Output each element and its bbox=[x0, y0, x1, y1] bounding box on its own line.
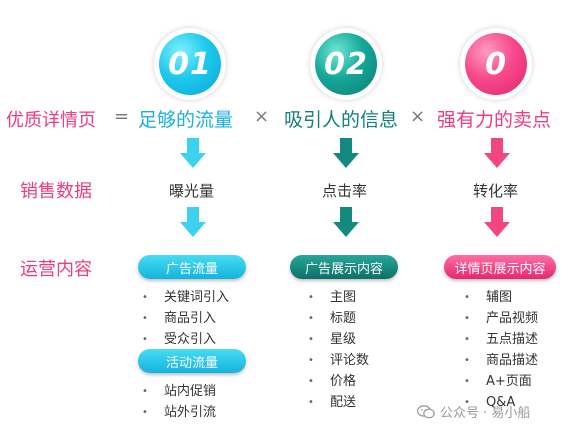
list-item: 星级 bbox=[304, 329, 369, 350]
pill-event-traffic: 活动流量 bbox=[138, 349, 246, 373]
term-selling-points: 强有力的卖点 bbox=[437, 109, 552, 131]
list-detail-page-content: 辅图 产品视频 五点描述 商品描述 A+页面 Q&A bbox=[460, 287, 538, 413]
list-item: 站内促销 bbox=[138, 381, 216, 402]
list-item: 受众引入 bbox=[138, 329, 229, 350]
step-3-number: 0 bbox=[465, 33, 527, 95]
wechat-icon bbox=[416, 404, 435, 419]
list-item: 标题 bbox=[304, 308, 369, 329]
equals-sign: = bbox=[114, 106, 130, 127]
arrow-down-icon bbox=[180, 138, 206, 168]
term-traffic: 足够的流量 bbox=[138, 109, 234, 131]
step-3-badge: 0 bbox=[460, 28, 532, 100]
row-label-metrics: 销售数据 bbox=[20, 181, 92, 202]
pill-ad-traffic: 广告流量 bbox=[138, 255, 246, 279]
list-item: 关键词引入 bbox=[138, 287, 229, 308]
row-label-formula: 优质详情页 bbox=[6, 110, 96, 131]
list-event-traffic: 站内促销 站外引流 bbox=[138, 381, 216, 423]
list-item: 配送 bbox=[304, 392, 369, 413]
arrow-down-icon bbox=[484, 138, 510, 168]
pill-ad-display-content: 广告展示内容 bbox=[290, 255, 398, 279]
times-sign-2: × bbox=[410, 106, 426, 127]
step-1-number: 01 bbox=[159, 33, 221, 95]
list-item: 辅图 bbox=[460, 287, 538, 308]
list-item: Q&A bbox=[460, 392, 538, 413]
list-item: 站外引流 bbox=[138, 402, 216, 423]
arrow-down-icon bbox=[180, 207, 206, 237]
list-item: 商品描述 bbox=[460, 350, 538, 371]
metric-exposure: 曝光量 bbox=[169, 182, 215, 200]
list-item: 商品引入 bbox=[138, 308, 229, 329]
times-sign-1: × bbox=[254, 106, 270, 127]
step-2-number: 02 bbox=[315, 33, 377, 95]
step-2-badge: 02 bbox=[310, 28, 382, 100]
arrow-down-icon bbox=[333, 207, 359, 237]
term-attractive-info: 吸引人的信息 bbox=[284, 109, 399, 131]
list-item: 产品视频 bbox=[460, 308, 538, 329]
watermark-text: 公众号 · 易小船 bbox=[440, 406, 531, 421]
metric-click-rate: 点击率 bbox=[322, 182, 368, 200]
arrow-down-icon bbox=[484, 207, 510, 237]
arrow-down-icon bbox=[333, 138, 359, 168]
list-ad-traffic: 关键词引入 商品引入 受众引入 bbox=[138, 287, 229, 350]
list-item: A+页面 bbox=[460, 371, 538, 392]
list-item: 价格 bbox=[304, 371, 369, 392]
metric-conversion-rate: 转化率 bbox=[473, 182, 519, 200]
list-ad-display-content: 主图 标题 星级 评论数 价格 配送 bbox=[304, 287, 369, 413]
list-item: 评论数 bbox=[304, 350, 369, 371]
watermark: 公众号 · 易小船 bbox=[416, 402, 531, 421]
pill-detail-page-content: 详情页展示内容 bbox=[444, 255, 556, 279]
list-item: 主图 bbox=[304, 287, 369, 308]
row-label-operations: 运营内容 bbox=[20, 259, 92, 280]
step-1-badge: 01 bbox=[154, 28, 226, 100]
list-item: 五点描述 bbox=[460, 329, 538, 350]
